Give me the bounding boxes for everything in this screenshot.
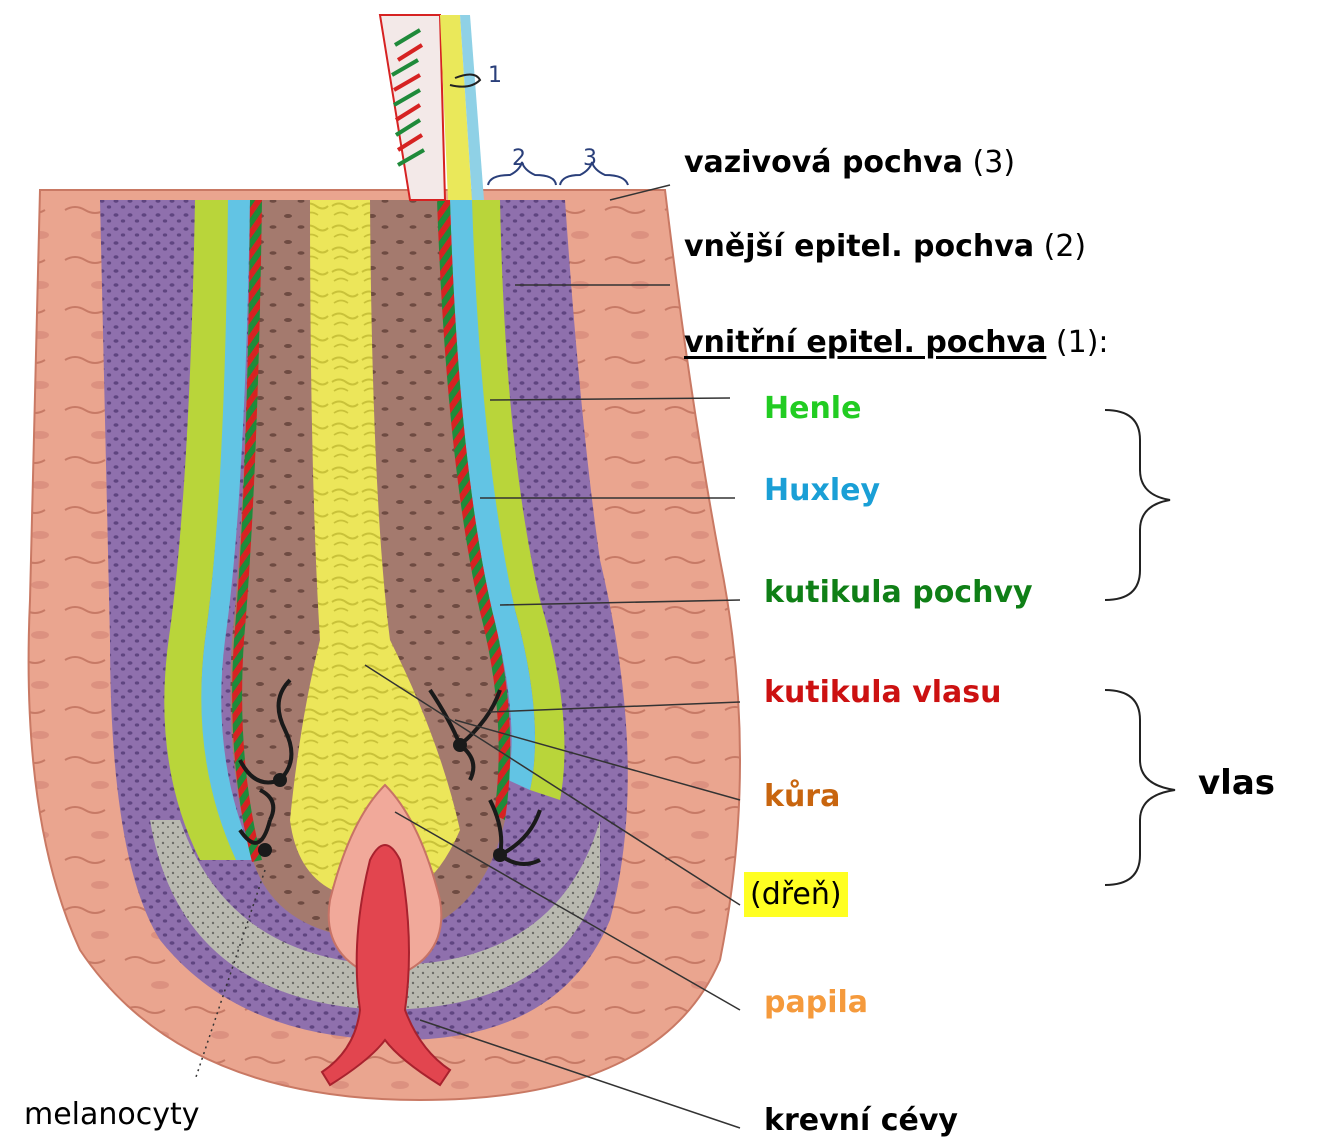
label-papilla: papila <box>764 986 868 1021</box>
label-henle: Henle <box>764 392 861 427</box>
label-blood-vessels: krevní cévy <box>764 1104 958 1139</box>
label-inner-epithelial-sheath: vnitřní epitel. pochva (1): <box>684 326 1109 361</box>
label-huxley: Huxley <box>764 474 880 509</box>
brace-hair <box>1105 690 1175 885</box>
label-outer-epithelial-sheath: vnější epitel. pochva (2) <box>684 230 1086 265</box>
label-sheath-cuticle: kutikula pochvy <box>764 576 1033 611</box>
brace-inner-sheath <box>1105 410 1170 600</box>
label-melanocytes: melanocyty <box>24 1098 200 1133</box>
label-outer-epithelial-sheath-number: (2) <box>1044 229 1087 264</box>
label-medulla: (dřeň) <box>744 872 848 917</box>
label-outer-epithelial-sheath-name: vnější epitel. pochva <box>684 229 1034 264</box>
label-hair: vlas <box>1198 764 1275 803</box>
label-connective-sheath-number: (3) <box>973 145 1016 180</box>
label-connective-sheath-name: vazivová pochva <box>684 145 963 180</box>
label-cortex: kůra <box>764 780 840 815</box>
mark-1: 1 <box>488 63 502 88</box>
label-hair-cuticle: kutikula vlasu <box>764 676 1002 711</box>
label-inner-epithelial-sheath-number: (1): <box>1056 325 1109 360</box>
label-connective-sheath: vazivová pochva (3) <box>684 146 1015 181</box>
label-inner-epithelial-sheath-name: vnitřní epitel. pochva <box>684 325 1046 360</box>
